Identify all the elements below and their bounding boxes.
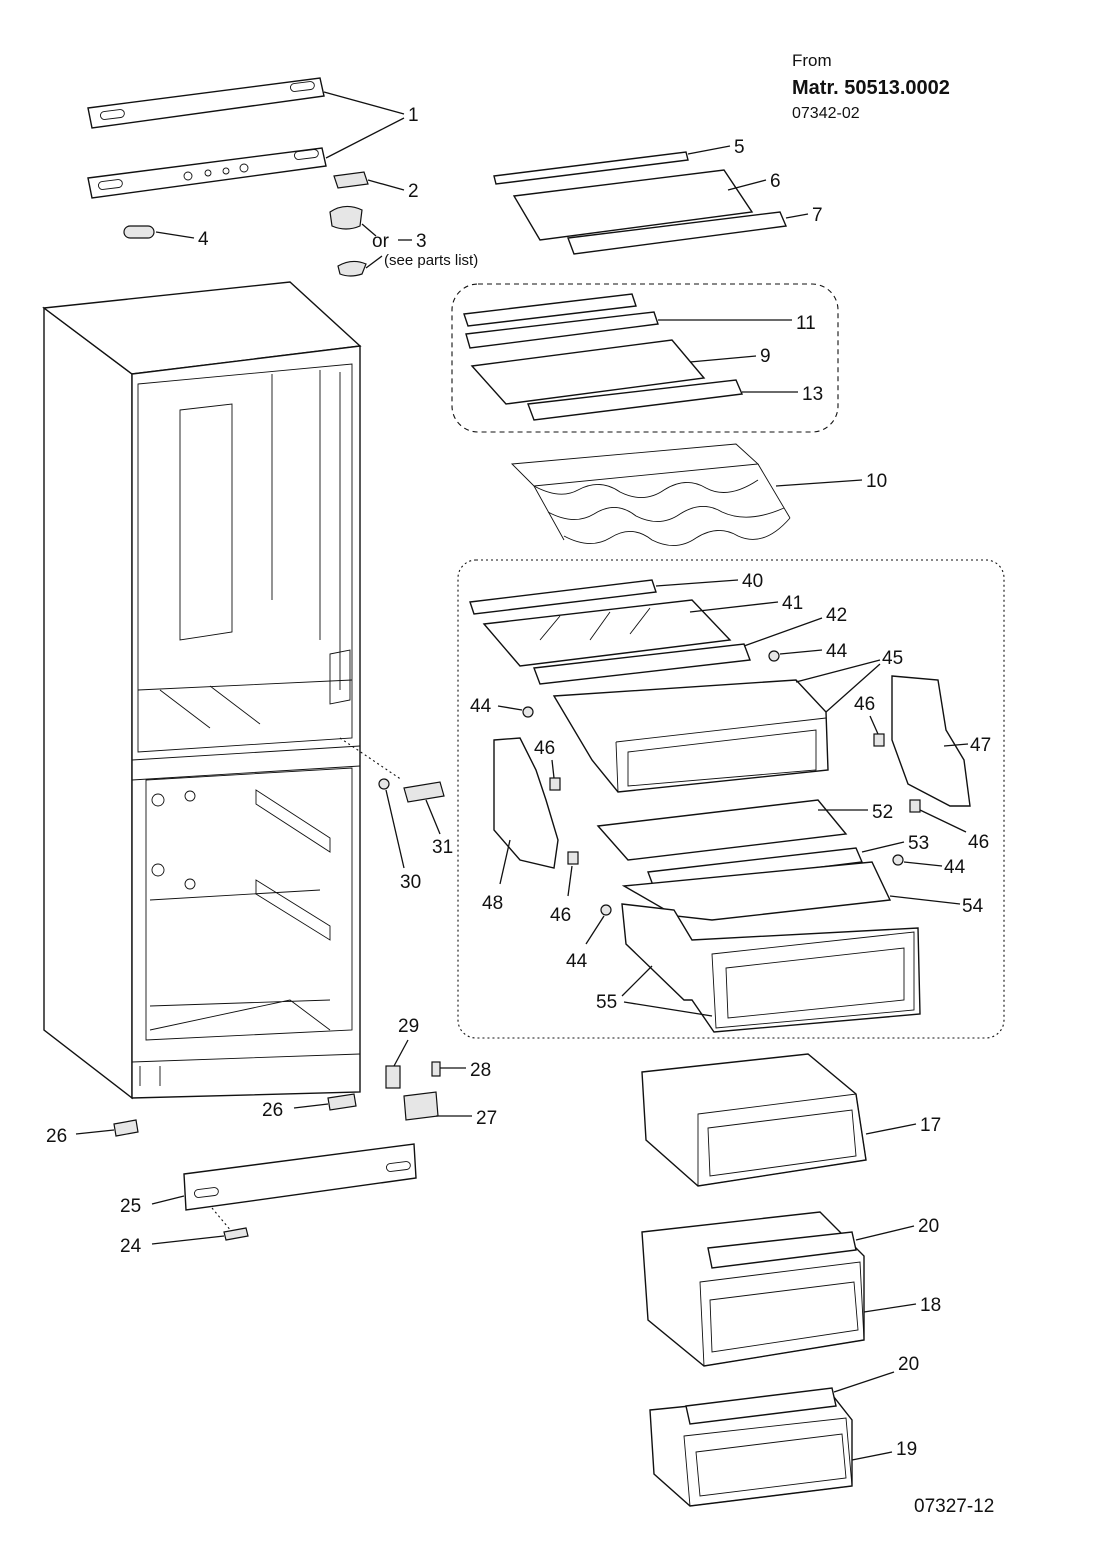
callout-9: 9 (760, 346, 771, 367)
parts-40-55-crisper-group: 40 41 42 44 45 44 48 46 46 47 46 (457, 559, 1005, 1039)
callout-24: 24 (120, 1236, 142, 1257)
callout-44-c: 44 (944, 857, 966, 878)
callout-13: 13 (802, 384, 823, 405)
callout-45: 45 (882, 648, 903, 669)
parts-18-20-drawer: 20 18 (641, 1211, 941, 1367)
callout-47: 47 (970, 735, 991, 756)
callout-46-d: 46 (968, 832, 989, 853)
callout-28: 28 (470, 1060, 491, 1081)
callout-52: 52 (872, 802, 893, 823)
header-material: Matr. 50513.0002 (792, 77, 950, 99)
callout-41: 41 (782, 593, 803, 614)
drawing-number: 07327-12 (914, 1496, 994, 1517)
callout-5: 5 (734, 137, 745, 158)
parts-9-11-13-shelf-group: 11 9 13 (451, 283, 839, 433)
callout-11: 11 (796, 313, 816, 334)
callout-1: 1 (408, 105, 419, 126)
fridge-cabinet (42, 281, 362, 1100)
callout-19: 19 (896, 1439, 917, 1460)
see-parts-list-note: (see parts list) (384, 252, 478, 269)
revision-header: From Matr. 50513.0002 07342-02 (792, 51, 950, 122)
callout-53: 53 (908, 833, 929, 854)
callout-27: 27 (476, 1108, 497, 1129)
callout-3: 3 (416, 231, 427, 252)
header-from: From (792, 51, 832, 70)
callout-46-b: 46 (550, 905, 571, 926)
callout-10: 10 (866, 471, 887, 492)
callout-44-a: 44 (826, 641, 848, 662)
parts-24-25-kickplate: 25 24 (120, 1143, 417, 1257)
callout-40: 40 (742, 571, 763, 592)
callout-42: 42 (826, 605, 847, 626)
parts-19-20-drawer: 20 19 (649, 1354, 919, 1507)
callout-44-d: 44 (566, 951, 588, 972)
callout-55: 55 (596, 992, 617, 1013)
callout-30: 30 (400, 872, 421, 893)
callout-17: 17 (920, 1115, 941, 1136)
callout-48: 48 (482, 893, 503, 914)
callout-26-left: 26 (46, 1126, 67, 1147)
callout-26-right: 26 (262, 1100, 283, 1121)
callout-54: 54 (962, 896, 984, 917)
parts-26-feet: 26 26 (46, 1093, 357, 1147)
part-10-wine-rack: 10 (511, 443, 887, 546)
parts-27-28-29: 29 28 27 (385, 1016, 497, 1129)
callout-7: 7 (812, 205, 823, 226)
callout-20-b: 20 (898, 1354, 919, 1375)
callout-2: 2 (408, 181, 419, 202)
callout-29: 29 (398, 1016, 419, 1037)
callout-25: 25 (120, 1196, 141, 1217)
callout-46-c: 46 (854, 694, 875, 715)
header-code: 07342-02 (792, 105, 860, 122)
callout-46-a: 46 (534, 738, 555, 759)
parts-2-3-4-knobs: 2 or 3 (see parts list) 4 (123, 171, 478, 277)
callout-44-b: 44 (470, 696, 492, 717)
parts-5-6-7-shelf: 5 6 7 (493, 137, 823, 255)
part-1-trims: 1 (87, 77, 419, 199)
or-label: or (372, 231, 390, 252)
callout-6: 6 (770, 171, 781, 192)
callout-31: 31 (432, 837, 453, 858)
callout-4: 4 (198, 229, 209, 250)
part-17-drawer: 17 (641, 1053, 941, 1187)
callout-18: 18 (920, 1295, 941, 1316)
parts-30-31-hinge: 30 31 (339, 737, 453, 893)
callout-20-a: 20 (918, 1216, 939, 1237)
